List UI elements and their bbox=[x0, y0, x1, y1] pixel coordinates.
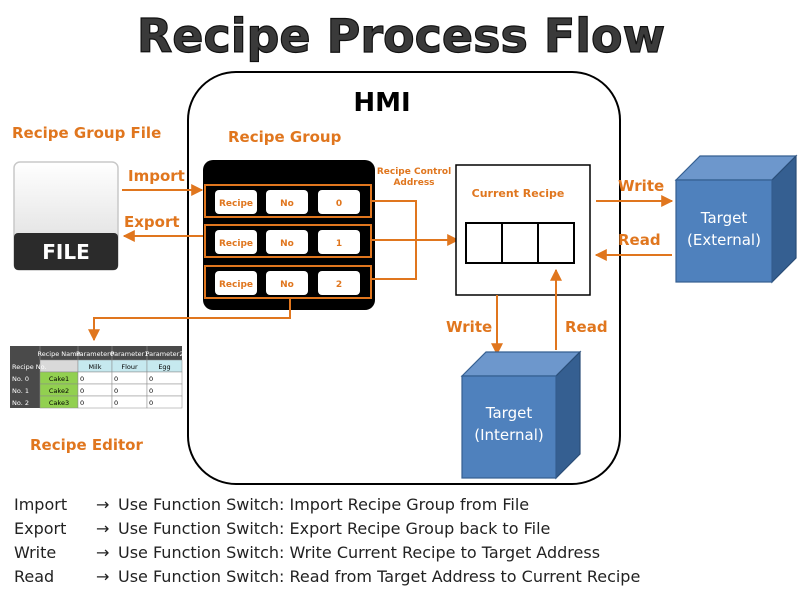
file-icon-text: FILE bbox=[42, 240, 90, 264]
import-label: Import bbox=[128, 167, 185, 185]
target-internal-line1: Target bbox=[485, 404, 533, 422]
editor-unit-2: Egg bbox=[158, 363, 170, 371]
target-external-line1: Target bbox=[700, 209, 748, 227]
editor-header-name: Recipe Name bbox=[38, 350, 81, 358]
recipe-group-label: Recipe Group bbox=[228, 128, 342, 146]
recipe-row-2: Recipe No 2 bbox=[204, 265, 372, 299]
recipe-control-connectors bbox=[371, 200, 460, 280]
legend-row-write: Write → Use Function Switch: Write Current… bbox=[14, 541, 794, 565]
editor-row-header-label: Recipe No. bbox=[12, 363, 47, 371]
recipe-row-2-no: No bbox=[280, 280, 294, 290]
legend-arrow-icon: → bbox=[96, 519, 110, 538]
target-external-cube: Target (External) bbox=[674, 154, 798, 284]
current-recipe-label: Current Recipe bbox=[472, 187, 565, 200]
legend-row-export: Export → Use Function Switch: Export Recip… bbox=[14, 517, 794, 541]
legend-text-import: Use Function Switch: Import Recipe Group… bbox=[118, 495, 530, 514]
recipe-row-0-recipe: Recipe bbox=[219, 199, 253, 209]
editor-row-2-no: No. 2 bbox=[12, 399, 29, 407]
target-internal-cube: Target (Internal) bbox=[460, 350, 582, 480]
recipe-row-0-no: No bbox=[280, 199, 294, 209]
recipe-row-1-recipe: Recipe bbox=[219, 239, 253, 249]
editor-row-2-v1: 0 bbox=[114, 399, 118, 407]
recipe-row-0-value: 0 bbox=[336, 199, 342, 209]
recipe-control-label-line1: Recipe Control bbox=[377, 167, 451, 177]
legend-row-read: Read → Use Function Switch: Read from Targ… bbox=[14, 565, 794, 589]
legend-arrow-icon: → bbox=[96, 567, 110, 586]
recipe-row-1-value: 1 bbox=[336, 239, 342, 249]
editor-row-2-v0: 0 bbox=[80, 399, 84, 407]
current-recipe-cells bbox=[465, 222, 575, 264]
editor-header-param0: Parameter0 bbox=[76, 350, 114, 358]
write-internal-label: Write bbox=[446, 318, 492, 336]
editor-row-1-no: No. 1 bbox=[12, 387, 29, 395]
editor-header-param1: Parameter1 bbox=[111, 350, 149, 358]
target-external-line2: (External) bbox=[687, 231, 761, 249]
recipe-control-label-line2: Address bbox=[393, 178, 434, 188]
legend-text-read: Use Function Switch: Read from Target Ad… bbox=[118, 567, 641, 586]
legend-term-write: Write bbox=[14, 543, 57, 562]
editor-row-0-v1: 0 bbox=[114, 375, 118, 383]
editor-row-0-name: Cake1 bbox=[49, 375, 69, 383]
editor-header-param2: Parameter2 bbox=[146, 350, 184, 358]
legend-term-import: Import bbox=[14, 495, 68, 514]
legend-text-write: Use Function Switch: Write Current Recip… bbox=[118, 543, 601, 562]
diagram-title: Recipe Process Flow bbox=[137, 9, 665, 63]
legend-arrow-icon: → bbox=[96, 495, 110, 514]
editor-unit-1: Flour bbox=[121, 363, 138, 371]
hmi-label: HMI bbox=[353, 88, 410, 118]
target-internal-line2: (Internal) bbox=[474, 426, 544, 444]
legend-row-import: Import → Use Function Switch: Import Recip… bbox=[14, 493, 794, 517]
editor-unit-0: Milk bbox=[89, 363, 102, 371]
recipe-row-2-recipe: Recipe bbox=[219, 280, 253, 290]
recipe-group-file-label: Recipe Group File bbox=[12, 124, 161, 142]
export-label: Export bbox=[124, 213, 180, 231]
editor-row-1-name: Cake2 bbox=[49, 387, 69, 395]
legend: Import → Use Function Switch: Import Recip… bbox=[14, 493, 794, 589]
legend-text-export: Use Function Switch: Export Recipe Group… bbox=[118, 519, 551, 538]
editor-row-1-v0: 0 bbox=[80, 387, 84, 395]
read-external-label: Read bbox=[618, 231, 661, 249]
editor-row-1-v2: 0 bbox=[149, 387, 153, 395]
file-icon: FILE bbox=[13, 161, 119, 271]
legend-arrow-icon: → bbox=[96, 543, 110, 562]
editor-row-2-v2: 0 bbox=[149, 399, 153, 407]
editor-row-2-name: Cake3 bbox=[49, 399, 69, 407]
write-external-label: Write bbox=[618, 177, 664, 195]
legend-term-export: Export bbox=[14, 519, 67, 538]
editor-connector bbox=[88, 298, 291, 342]
recipe-row-1-no: No bbox=[280, 239, 294, 249]
editor-row-0-v2: 0 bbox=[149, 375, 153, 383]
recipe-row-2-value: 2 bbox=[336, 280, 342, 290]
editor-row-0-v0: 0 bbox=[80, 375, 84, 383]
recipe-editor-table: Recipe Name Parameter0 Parameter1 Parame… bbox=[10, 346, 184, 409]
editor-row-0-no: No. 0 bbox=[12, 375, 29, 383]
editor-row-1-v1: 0 bbox=[114, 387, 118, 395]
legend-term-read: Read bbox=[14, 567, 55, 586]
recipe-editor-label: Recipe Editor bbox=[30, 436, 143, 454]
read-internal-label: Read bbox=[565, 318, 608, 336]
